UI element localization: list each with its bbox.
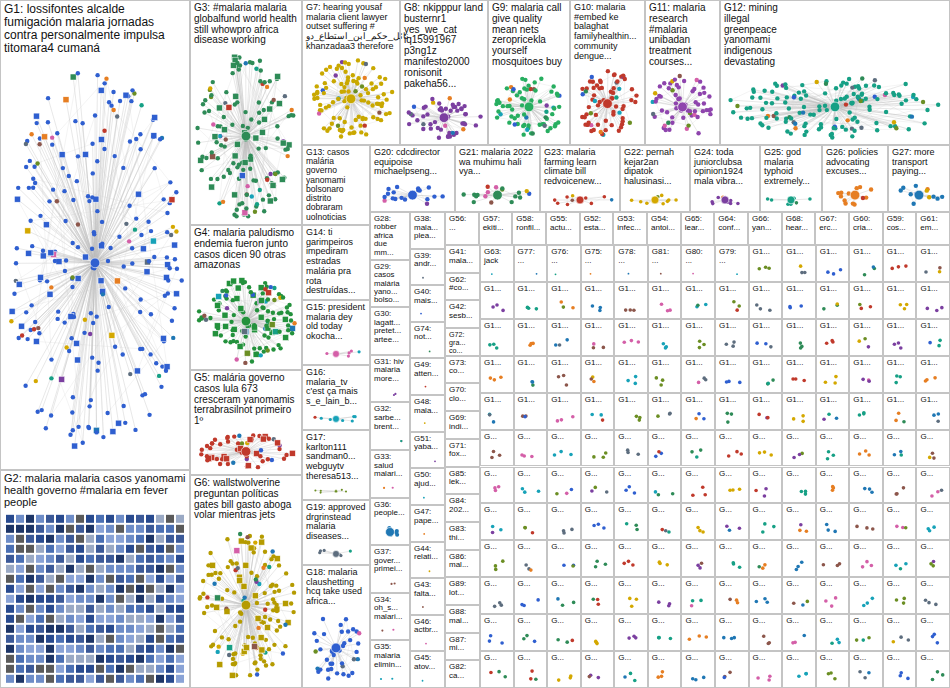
network-canvas: G1: lossifontes alcalde fumigación malar…: [0, 0, 950, 688]
